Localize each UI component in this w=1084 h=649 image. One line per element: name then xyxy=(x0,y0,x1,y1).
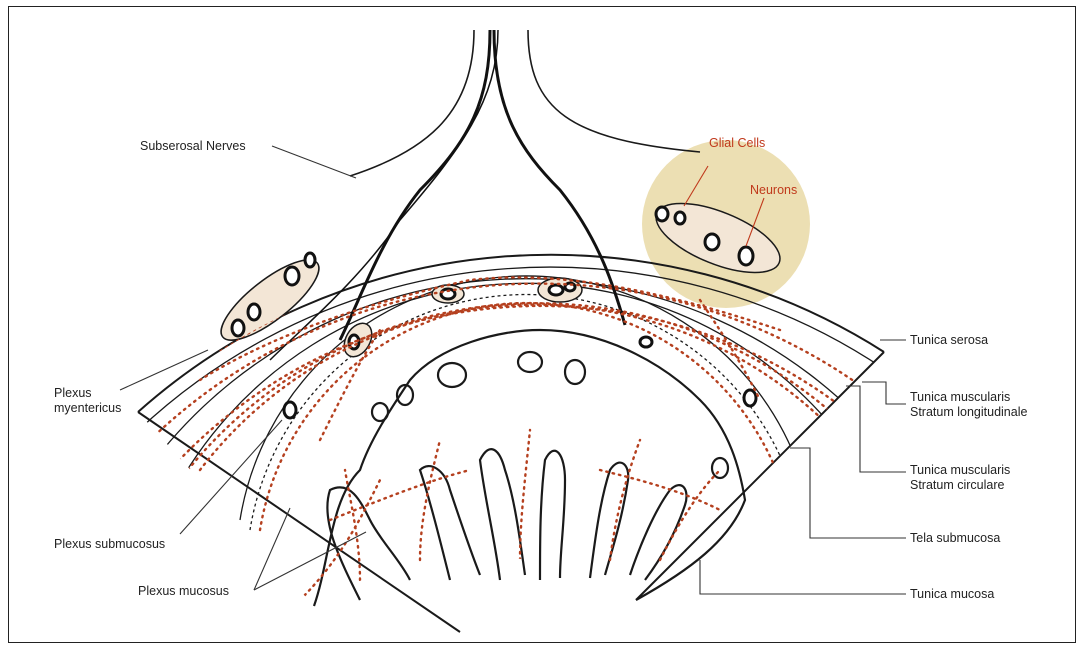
label-glial-cells: Glial Cells xyxy=(709,136,765,151)
nerve-trunk xyxy=(270,30,625,360)
label-neurons: Neurons xyxy=(750,183,797,198)
label-tmc-line2: Stratum circulare xyxy=(910,478,1010,493)
label-plexus-mucosus: Plexus mucosus xyxy=(138,584,229,599)
label-tunica-muscularis-circulare: Tunica muscularis Stratum circulare xyxy=(910,463,1010,493)
label-subserosal-nerves: Subserosal Nerves xyxy=(140,139,246,154)
label-tml-line1: Tunica muscularis xyxy=(910,390,1027,405)
label-plexus-myentericus-line2: myentericus xyxy=(54,401,121,416)
label-tela-submucosa: Tela submucosa xyxy=(910,531,1000,546)
label-plexus-myentericus: Plexus myentericus xyxy=(54,386,121,416)
mucosa-villi xyxy=(314,330,745,606)
label-tunica-serosa: Tunica serosa xyxy=(910,333,988,348)
label-tunica-muscularis-longitudinale: Tunica muscularis Stratum longitudinale xyxy=(910,390,1027,420)
mesentery xyxy=(350,30,700,176)
label-plexus-myentericus-line1: Plexus xyxy=(54,386,121,401)
label-tml-line2: Stratum longitudinale xyxy=(910,405,1027,420)
label-plexus-submucosus: Plexus submucosus xyxy=(54,537,165,552)
label-tmc-line1: Tunica muscularis xyxy=(910,463,1010,478)
label-tunica-mucosa: Tunica mucosa xyxy=(910,587,994,602)
